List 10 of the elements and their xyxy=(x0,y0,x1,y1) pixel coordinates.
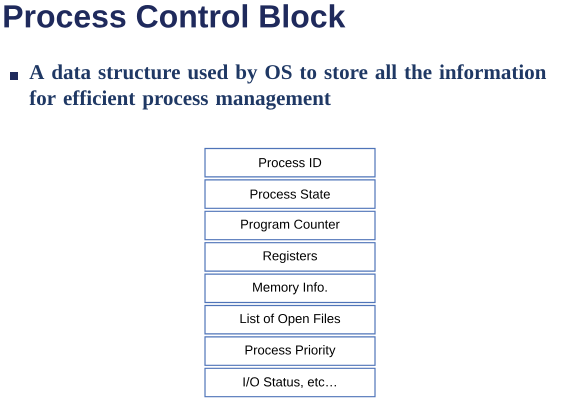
table-row: I/O Status, etc… xyxy=(204,368,376,398)
bullet-text: A data structure used by OS to store all the information for efficient process management xyxy=(29,64,546,110)
table-row: Program Counter xyxy=(204,210,376,240)
slide-title: Process Control Block xyxy=(4,4,346,28)
table-row: List of Open Files xyxy=(204,304,376,334)
table-row: Registers xyxy=(204,242,376,272)
table-row: Memory Info. xyxy=(204,274,376,304)
table-row: Process ID xyxy=(204,148,376,178)
table-row: Process Priority xyxy=(204,336,376,366)
table-row: Process State xyxy=(204,179,376,209)
